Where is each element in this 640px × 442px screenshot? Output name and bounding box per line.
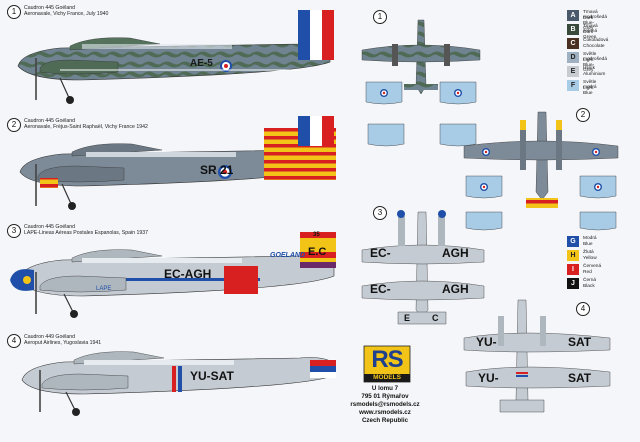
planview-2-top (463, 111, 619, 208)
profile-4-code: YU-SAT (190, 369, 234, 383)
logo-rs-text: RS (371, 346, 403, 373)
address-country: Czech Republic (361, 417, 409, 424)
profile-3-aircraft (10, 232, 336, 318)
planview-4-upper-left-reg: YU- (476, 335, 497, 349)
profile-3-tail-code: E.C (308, 246, 327, 258)
legend-swatch-j: J (567, 278, 579, 289)
profile-number-2: 2 (7, 118, 21, 132)
planview-1-top (361, 19, 481, 95)
planview-3 (361, 210, 485, 325)
legend-swatch-e: E (567, 66, 579, 77)
logo-models-text: MODELS (373, 374, 401, 381)
profile-2-aircraft (19, 116, 336, 210)
legend-label-en-d: Light Blue-Grey (583, 57, 595, 73)
planview-2-wings-under (465, 175, 617, 231)
profile-3-title: Caudron 445 Goéland (24, 224, 76, 230)
profile-1-code: AE-5 (190, 58, 213, 69)
legend-label-cz-c: Čokoládová (583, 38, 609, 43)
profile-2-subtitle: Aeronavale, Fréjus-Saint Raphaël, Vichy … (24, 124, 148, 130)
legend-label-cz-i: Červená (583, 264, 602, 269)
legend-label-en-f: Light Blue (583, 85, 594, 96)
address-street: U lomu 7 (371, 385, 399, 392)
planview-number-1: 1 (373, 10, 387, 24)
profile-4-title: Caudron 449 Goéland (24, 334, 76, 340)
legend-label-en-h: Yellow (583, 255, 597, 261)
planview-number-3: 3 (373, 206, 387, 220)
profile-3-tail-number: 35 (313, 232, 320, 238)
profile-3-side-name: GOELAND (270, 252, 305, 259)
legend-swatch-h: H (567, 250, 579, 261)
planview-4-upper-right-reg: SAT (568, 335, 592, 349)
planview-3-upper-left-reg: EC- (370, 246, 391, 260)
planview-3-lower-right-reg: AGH (442, 282, 469, 296)
legend-label-cz-d: Světle modrošedá (583, 52, 607, 62)
profile-2-title: Caudron 445 Goéland (24, 118, 76, 124)
legend-label-cz-a: Tmavá modrošedá (583, 10, 607, 20)
profile-4-subtitle: Aeroput Airlines, Yugoslavia 1941 (24, 340, 102, 346)
legend-label-en-c: Chocolate (583, 43, 605, 49)
legend-label-cz-j: Černá (583, 278, 597, 283)
planview-3-upper-right-reg: AGH (442, 246, 469, 260)
legend-swatch-b: B (567, 24, 579, 35)
planview-3-tail-c: C (432, 313, 439, 323)
profile-1-aircraft (17, 10, 334, 104)
legend-label-cz-b: Tmavá zelená (583, 24, 598, 34)
legend-label-en-g: Blue (583, 241, 593, 247)
legend-swatch-g: G (567, 236, 579, 247)
profile-3-subtitle: LAPE-Lineas Aéreas Postales Espanolas, S… (24, 230, 149, 236)
planview-1-wings-under (365, 81, 477, 147)
profile-number-4: 4 (7, 334, 21, 348)
legend-swatch-a: A (567, 10, 579, 21)
legend-swatch-f: F (567, 80, 579, 91)
planview-number-2: 2 (576, 108, 590, 122)
planview-4 (463, 299, 611, 413)
legend-label-cz-e: Hliník (583, 66, 595, 71)
legend-label-en-j: Black (583, 283, 595, 289)
address-email[interactable]: rsmodels@rsmodels.cz (350, 401, 420, 408)
legend-label-cz-g: Modrá (583, 236, 597, 241)
legend-swatch-d: D (567, 52, 579, 63)
legend-label-en-b: Dark Green (583, 29, 597, 40)
profile-1-subtitle: Aeronavale, Vichy France, July 1940 (24, 11, 109, 17)
legend-label-en-a: Dark Blue-Grey (583, 15, 595, 31)
address-website[interactable]: www.rsmodels.cz (359, 409, 411, 416)
profile-3-code: EC-AGH (164, 267, 212, 281)
profile-number-1: 1 (7, 5, 21, 19)
legend-swatch-i: I (567, 264, 579, 275)
profile-4-aircraft (21, 351, 336, 416)
profile-number-3: 3 (7, 224, 21, 238)
legend-label-cz-h: Žlutá (583, 250, 594, 255)
planview-4-lower-right-reg: SAT (568, 371, 592, 385)
legend-swatch-c: C (567, 38, 579, 49)
legend-label-en-e: Aluminium (583, 71, 606, 77)
legend-label-en-i: Red (583, 269, 592, 275)
planview-number-4: 4 (576, 302, 590, 316)
profile-2-code: SR 21 (200, 163, 234, 177)
profile-1-title: Caudron 445 Goéland (24, 5, 76, 11)
planview-4-lower-left-reg: YU- (478, 371, 499, 385)
planview-3-lower-left-reg: EC- (370, 282, 391, 296)
profile-3-nose-text: LAPE (96, 286, 112, 292)
address-city: 795 01 Rýmařov (361, 393, 409, 400)
rs-models-logo (363, 345, 411, 383)
planview-3-tail-e: E (404, 313, 411, 323)
legend-label-cz-f: Světle modrá (583, 80, 597, 90)
